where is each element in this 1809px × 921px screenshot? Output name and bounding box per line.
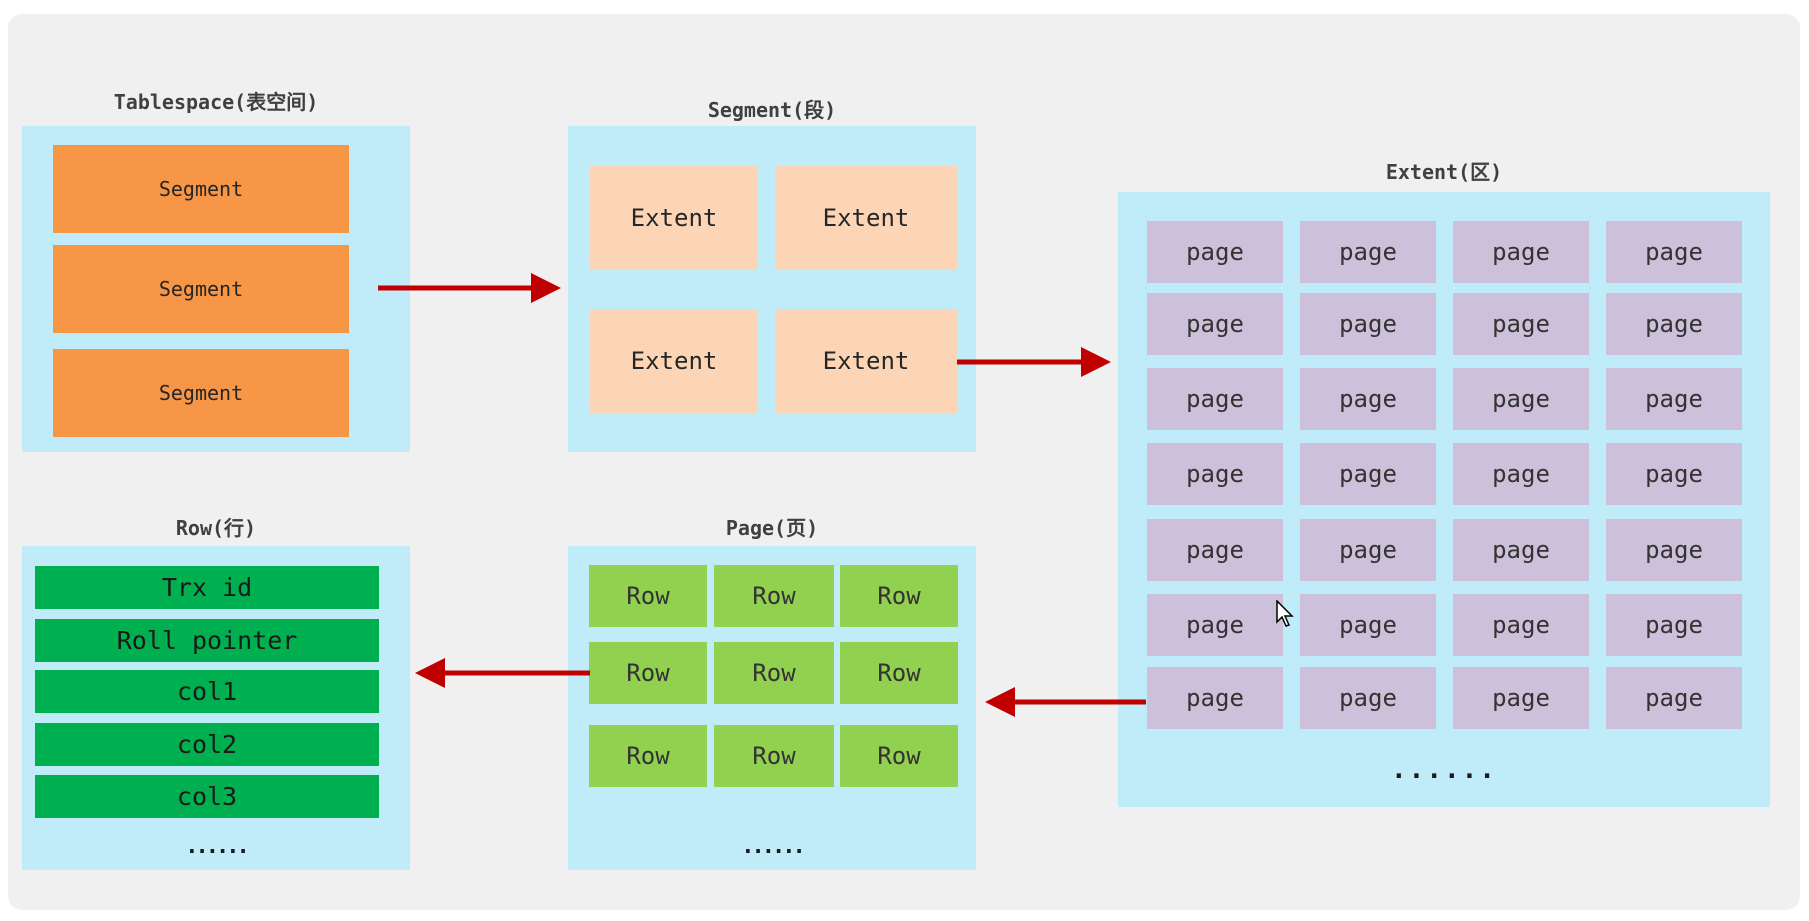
page-box: page bbox=[1453, 519, 1589, 581]
segment-box: Segment bbox=[53, 145, 349, 233]
extent-box: Extent bbox=[775, 309, 957, 413]
page-box: page bbox=[1300, 293, 1436, 355]
page-row-box: Row bbox=[840, 642, 958, 704]
page-box: page bbox=[1453, 368, 1589, 430]
page-box: page bbox=[1606, 667, 1742, 729]
page-row-box: Row bbox=[714, 642, 834, 704]
row-field-trx-id: Trx id bbox=[35, 566, 379, 609]
extent-more-ellipsis: ...... bbox=[1391, 755, 1497, 785]
segment-box: Segment bbox=[53, 245, 349, 333]
page-box: page bbox=[1300, 368, 1436, 430]
page-row-box: Row bbox=[589, 642, 707, 704]
page-row-box: Row bbox=[589, 725, 707, 787]
page-row-box: Row bbox=[714, 725, 834, 787]
extent-title: Extent(区) bbox=[1385, 160, 1503, 184]
tablespace-title: Tablespace(表空间) bbox=[113, 90, 319, 114]
extent-box: Extent bbox=[590, 309, 758, 413]
page-box: page bbox=[1453, 667, 1589, 729]
page-more-ellipsis: ...... bbox=[741, 834, 805, 859]
page-box: page bbox=[1606, 293, 1742, 355]
page-box: page bbox=[1300, 443, 1436, 505]
page-box: page bbox=[1147, 368, 1283, 430]
segment-box: Segment bbox=[53, 349, 349, 437]
extent-box: Extent bbox=[590, 166, 758, 270]
page-row-box: Row bbox=[714, 565, 834, 627]
extent-box: Extent bbox=[775, 166, 957, 270]
page-box: page bbox=[1300, 519, 1436, 581]
page-box: page bbox=[1606, 221, 1742, 283]
page-box: page bbox=[1147, 667, 1283, 729]
page-box: page bbox=[1147, 293, 1283, 355]
page-box: page bbox=[1606, 594, 1742, 656]
row-field-col3: col3 bbox=[35, 775, 379, 818]
page-title: Page(页) bbox=[725, 516, 819, 540]
page-box: page bbox=[1300, 594, 1436, 656]
page-box: page bbox=[1300, 667, 1436, 729]
row-field-col1: col1 bbox=[35, 670, 379, 713]
page-row-box: Row bbox=[589, 565, 707, 627]
page-row-box: Row bbox=[840, 565, 958, 627]
extent-panel: page page page page page page page page page page… bbox=[1118, 192, 1770, 807]
page-box: page bbox=[1606, 443, 1742, 505]
page-box: page bbox=[1147, 443, 1283, 505]
mouse-cursor-icon bbox=[1276, 600, 1294, 627]
page-box: page bbox=[1453, 594, 1589, 656]
row-more-ellipsis: ...... bbox=[185, 834, 249, 859]
page-box: page bbox=[1453, 221, 1589, 283]
row-field-col2: col2 bbox=[35, 723, 379, 766]
page-box: page bbox=[1606, 519, 1742, 581]
row-title: Row(行) bbox=[175, 516, 257, 540]
page-row-box: Row bbox=[840, 725, 958, 787]
page-box: page bbox=[1147, 519, 1283, 581]
tablespace-panel: Segment Segment Segment bbox=[22, 126, 410, 452]
row-field-roll-pointer: Roll pointer bbox=[35, 619, 379, 662]
row-panel: Trx id Roll pointer col1 col2 col3 .....… bbox=[22, 546, 410, 870]
page-box: page bbox=[1453, 443, 1589, 505]
page-box: page bbox=[1606, 368, 1742, 430]
page-box: page bbox=[1300, 221, 1436, 283]
page-box: page bbox=[1147, 221, 1283, 283]
page-box: page bbox=[1147, 594, 1283, 656]
segment-panel: Extent Extent Extent Extent bbox=[568, 126, 976, 452]
page-box: page bbox=[1453, 293, 1589, 355]
segment-title: Segment(段) bbox=[707, 98, 837, 122]
